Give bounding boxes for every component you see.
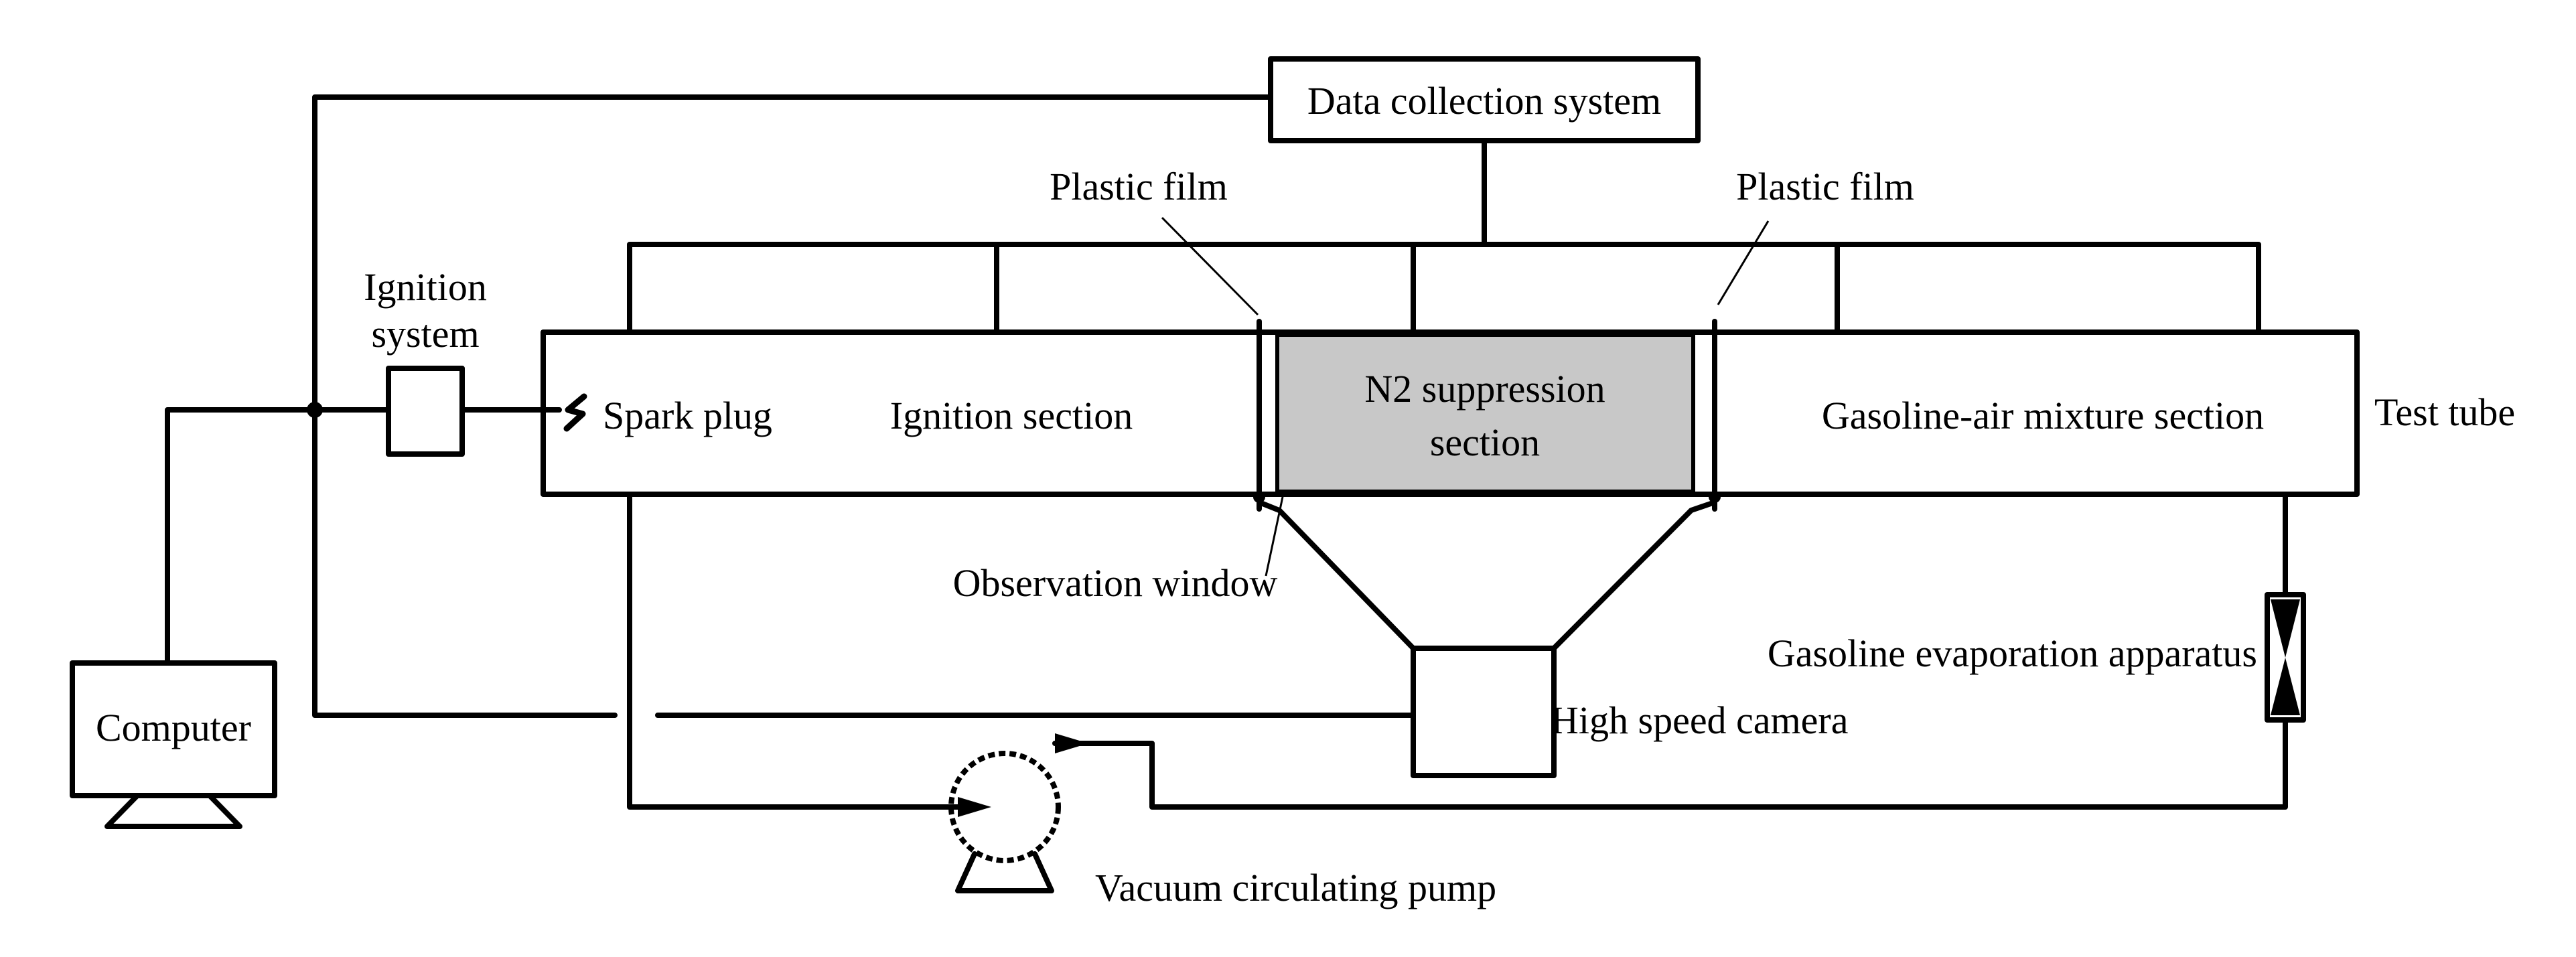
plastic-film-right-pointer	[1717, 220, 1770, 305]
pump-inlet-arrow	[958, 797, 991, 817]
computer-stand	[104, 793, 242, 829]
plastic-film-right-label: Plastic film	[1736, 165, 1914, 208]
window-node-left	[1253, 491, 1265, 503]
wire-pump-inlet	[627, 492, 960, 810]
test-tube-label: Test tube	[2374, 390, 2515, 434]
computer-label: Computer	[96, 706, 251, 749]
plastic-film-left-pointer	[1161, 216, 1259, 316]
plastic-film-left-label: Plastic film	[1050, 165, 1228, 208]
window-node-right	[1709, 491, 1721, 503]
high-speed-camera-box	[1411, 646, 1557, 778]
ignition-label-line2: system	[371, 312, 479, 356]
evaporation-apparatus-box	[2265, 592, 2306, 723]
evaporation-valve-icon	[2271, 599, 2300, 715]
spark-plug-label: Spark plug	[603, 394, 772, 437]
gasoline-section-label: Gasoline-air mixture section	[1822, 394, 2264, 437]
n2-suppression-section	[1275, 333, 1695, 494]
n2-label-line1: N2 suppression	[1364, 367, 1605, 411]
pump-base	[955, 851, 1054, 893]
wire-ignition-circuit	[165, 407, 562, 666]
n2-label-line2: section	[1430, 421, 1540, 464]
data-collection-system: Data collection system	[1268, 56, 1701, 143]
gasoline-evaporation-label: Gasoline evaporation apparatus	[1768, 632, 2257, 675]
pump-outlet-arrow	[1055, 733, 1088, 753]
computer: Computer	[70, 660, 277, 829]
test-tube	[541, 319, 2360, 512]
ignition-system-box	[386, 366, 465, 457]
ignition-label-line1: Ignition	[364, 265, 487, 309]
data-collection-label: Data collection system	[1307, 79, 1661, 123]
ignition-section-label: Ignition section	[890, 394, 1133, 437]
high-speed-camera-label: High speed camera	[1551, 698, 1848, 742]
pump-body	[948, 751, 1061, 863]
vacuum-pump-label: Vacuum circulating pump	[1095, 866, 1496, 909]
camera-funnel	[1257, 500, 1717, 651]
sensor-bus	[627, 138, 2261, 335]
observation-window-label: Observation window	[953, 561, 1278, 605]
spark-plug-icon	[563, 393, 587, 432]
wire-junction	[307, 402, 323, 418]
wire-evaporation-loop	[1052, 492, 2288, 810]
